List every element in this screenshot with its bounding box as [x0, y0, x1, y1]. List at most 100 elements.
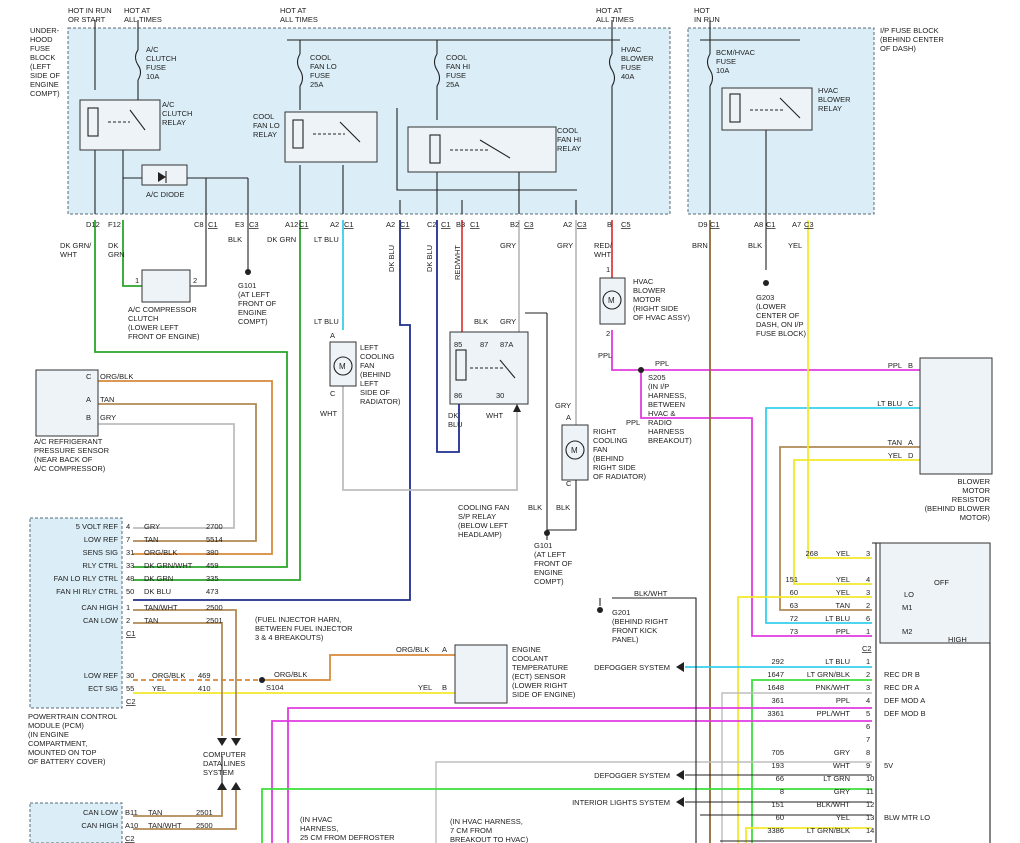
- pcm-pin-3: 33: [126, 561, 134, 570]
- hvac-name-4: DEF MOD B: [884, 709, 926, 718]
- fp-blk: BLK: [474, 317, 488, 326]
- sp-wire-2: GRY: [100, 413, 116, 422]
- fp-wht2: WHT: [486, 411, 503, 420]
- s205-line-0: S205: [648, 373, 666, 382]
- ac-compressor-line-0: A/C COMPRESSOR: [128, 305, 197, 314]
- hot-in-run-line-1: IN RUN: [694, 15, 720, 24]
- hvac-pin-0: 1: [866, 657, 870, 666]
- hvac-name-8: 5V: [884, 761, 893, 770]
- sys-defogger-1: DEFOGGER SYSTEM: [594, 663, 670, 672]
- fp-lt-blu: LT BLU: [314, 317, 339, 326]
- hvac-pin-1: 2: [866, 670, 870, 679]
- sp-wire-0: ORG/BLK: [100, 372, 133, 381]
- wl-blk: BLK: [228, 235, 242, 244]
- pcm-name-3: RLY CTRL: [82, 561, 118, 570]
- hvac-wire-8: WHT: [833, 761, 850, 770]
- arrow-defogger-2: [676, 770, 684, 780]
- right-fan-line-5: OF RADIATOR): [593, 472, 647, 481]
- hvac-wire-3: PPL: [836, 696, 850, 705]
- hvac-blower-motor-line-3: (RIGHT SIDE: [633, 304, 678, 313]
- sw-wire-3: TAN: [836, 601, 850, 610]
- hvac-wire-2: PNK/WHT: [815, 683, 850, 692]
- wl-dk-grn-line-1: GRN: [108, 250, 125, 259]
- s205-line-1: (IN I/P: [648, 382, 669, 391]
- hvac-pin-3: 4: [866, 696, 870, 705]
- pcm-pin-1: 7: [126, 535, 130, 544]
- s205-line-5: RADIO: [648, 418, 672, 427]
- g201-line-3: PANEL): [612, 635, 639, 644]
- pcm-line-1: MODULE (PCM): [28, 721, 84, 730]
- wl-blk-ip: BLK: [748, 241, 762, 250]
- bp-1: 1: [606, 265, 610, 274]
- wire-tan: [98, 403, 257, 542]
- s104: S104: [266, 683, 284, 692]
- relay-cool-hi-line-2: RELAY: [557, 144, 581, 153]
- hvac-circ-3: 361: [771, 696, 784, 705]
- fuse-bcm-hvac-line-0: BCM/HVAC: [716, 48, 756, 57]
- sp-pin-2: B: [86, 413, 91, 422]
- pcm-c2: C2: [126, 697, 136, 706]
- fuse-cool-lo-line-1: FAN LO: [310, 62, 337, 71]
- wl-yel: YEL: [788, 241, 802, 250]
- fp-dk-blu-line-1: BLU: [448, 420, 463, 429]
- sp-relay-line-0: COOLING FAN: [458, 503, 509, 512]
- fp-wht: WHT: [320, 409, 337, 418]
- relay-ac-line-1: CLUTCH: [162, 109, 192, 118]
- hvac-wire-1: LT GRN/BLK: [807, 670, 850, 679]
- relay-boxes: [29, 87, 993, 843]
- underhood-label-line-6: ENGINE: [30, 80, 59, 89]
- sw-circ-5: 73: [790, 627, 798, 636]
- ppl-2: PPL: [655, 359, 669, 368]
- uh-pin-4: A12: [285, 220, 298, 229]
- fp-gry: GRY: [500, 317, 516, 326]
- pcm-wire-2: ORG/BLK: [144, 548, 177, 557]
- wire-ppl-blower: [611, 330, 920, 371]
- fuse-cool-hi-line-0: COOL: [446, 53, 467, 62]
- uh-pin-6: A2: [386, 220, 395, 229]
- bm-name-1: CAN HIGH: [81, 821, 118, 830]
- fuse-cool-lo-line-0: COOL: [310, 53, 331, 62]
- uh-conn-8: C1: [470, 220, 480, 229]
- wire-dk-blu-c2: [436, 220, 460, 453]
- pcm-wire-7: TAN: [144, 616, 158, 625]
- arrow-data-4: [231, 782, 241, 790]
- underhood-label-line-3: BLOCK: [30, 53, 55, 62]
- left-fan-line-5: SIDE OF: [360, 388, 390, 397]
- pressure-sensor-line-1: PRESSURE SENSOR: [34, 446, 110, 455]
- arrow-defogger-1: [676, 662, 684, 672]
- pcm-name-2: SENS SIG: [83, 548, 119, 557]
- hvac-pin-11: 12: [866, 800, 874, 809]
- ip-pin-0: D9: [698, 220, 708, 229]
- wire-can-bottom-1: [133, 790, 223, 817]
- ip-conn-1: C1: [766, 220, 776, 229]
- fuse-hvac-blower-line-3: 40A: [621, 72, 634, 81]
- pcm2-circ-1: 410: [198, 684, 211, 693]
- fuse-bcm-hvac-line-1: FUSE: [716, 57, 736, 66]
- hot-all-times-1-line-1: ALL TIMES: [124, 15, 162, 24]
- g203-line-2: CENTER OF: [756, 311, 800, 320]
- wl-dk-grn-wht-line-1: WHT: [60, 250, 77, 259]
- relay-cool-lo-line-0: COOL: [253, 112, 274, 121]
- hvac-name-1: REC DR B: [884, 670, 920, 679]
- sw-wire-2: YEL: [836, 588, 850, 597]
- wl-dk-grn2: DK GRN: [267, 235, 296, 244]
- fuse-hvac-blower-line-2: FUSE: [621, 63, 641, 72]
- sw-circ-2: 60: [790, 588, 798, 597]
- ac-compressor-line-3: FRONT OF ENGINE): [128, 332, 200, 341]
- wire-yel-a7: [807, 220, 872, 559]
- pcm-circ-2: 380: [206, 548, 219, 557]
- relay-cool-lo-line-1: FAN LO: [253, 121, 280, 130]
- ac-diode-label: A/C DIODE: [146, 190, 184, 199]
- pcm-circ-7: 2501: [206, 616, 223, 625]
- hvac-harness-2-line-2: BREAKOUT TO HVAC): [450, 835, 529, 843]
- pcm2-pin-0: 30: [126, 671, 134, 680]
- res-wire-0: PPL: [888, 361, 902, 370]
- left-fan-line-4: LEFT: [360, 379, 379, 388]
- data-lines-line-1: DATA LINES: [203, 759, 245, 768]
- motors: [329, 277, 626, 481]
- hvac-pin-8: 9: [866, 761, 870, 770]
- ip-fuse-label-line-0: I/P FUSE BLOCK: [880, 26, 939, 35]
- ppl-1: PPL: [598, 351, 612, 360]
